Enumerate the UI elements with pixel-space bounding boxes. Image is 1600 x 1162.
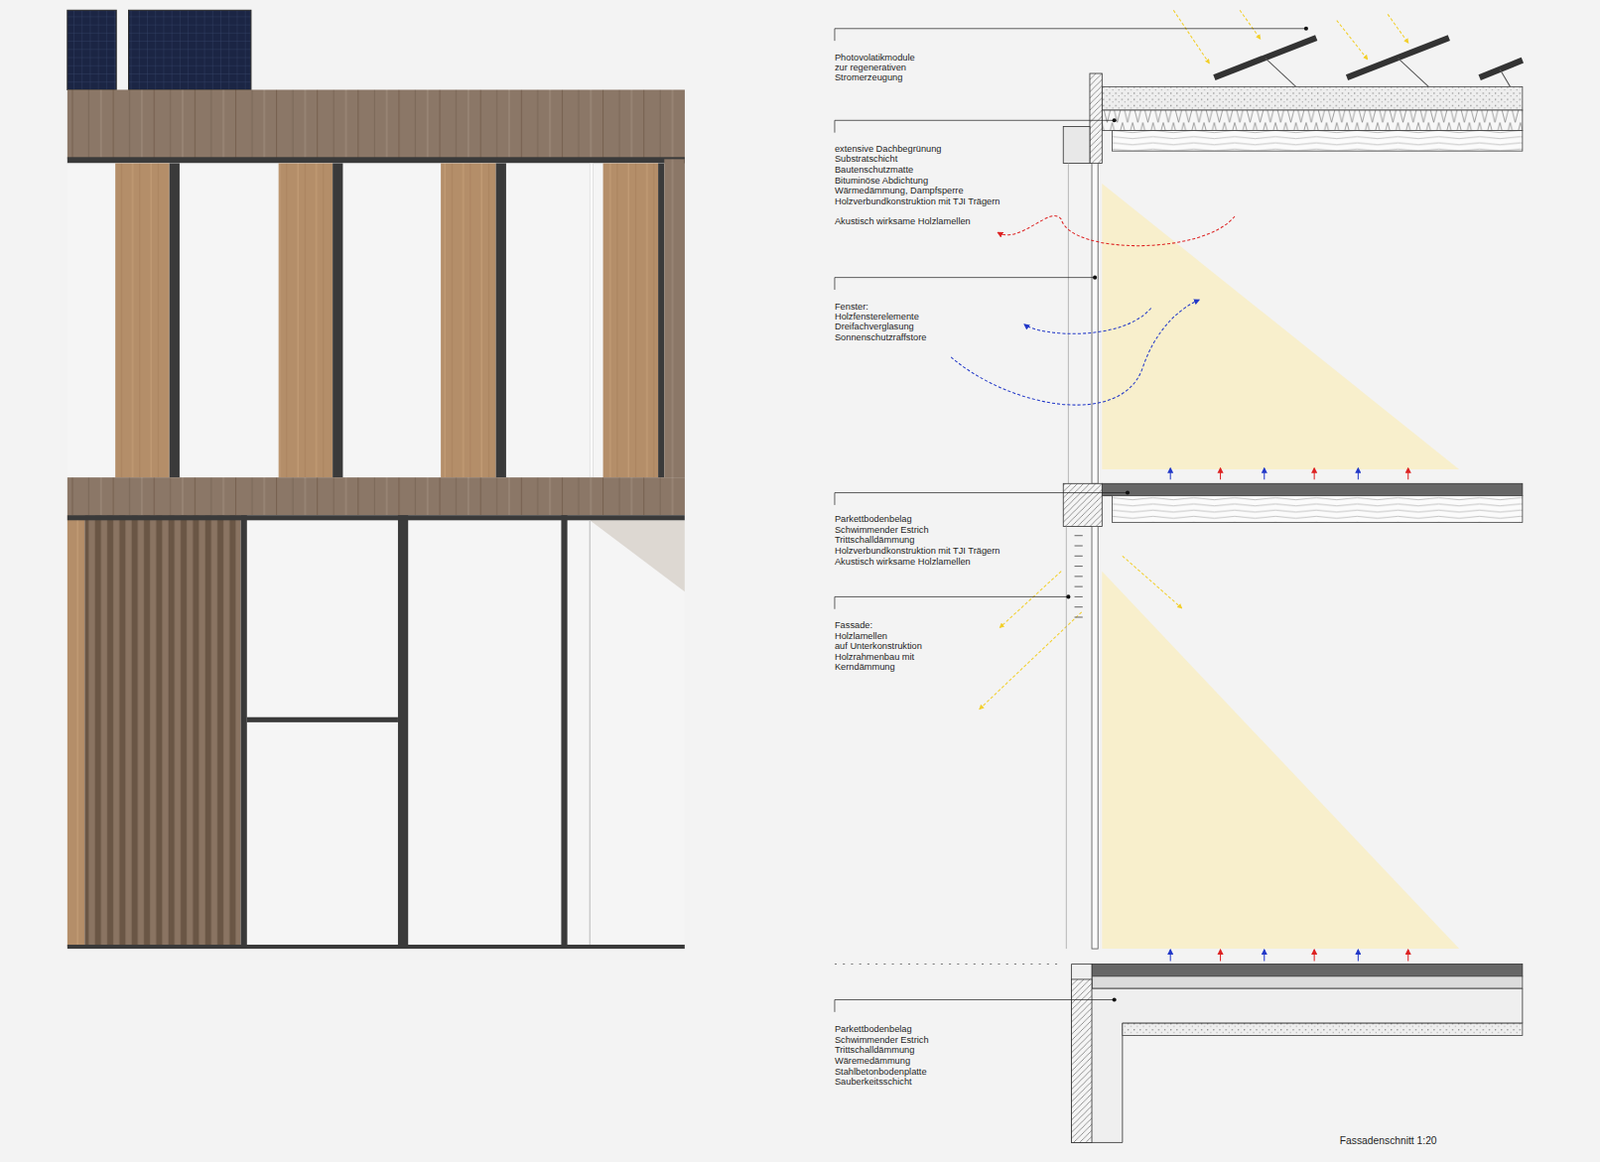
wood-panel bbox=[115, 162, 169, 478]
pv-section bbox=[1213, 37, 1522, 78]
floor-edge bbox=[1063, 483, 1102, 527]
roof-band bbox=[67, 89, 685, 159]
screed-layer bbox=[1101, 483, 1523, 496]
blind-line bbox=[1067, 162, 1069, 484]
callout-text: Substratschicht bbox=[834, 153, 898, 164]
callout-text: Bautenschutzmatte bbox=[834, 164, 914, 175]
wood-slats bbox=[84, 515, 241, 947]
callout-text: Fassade: bbox=[834, 620, 873, 631]
air-flow bbox=[1024, 307, 1151, 334]
callout-text: Fenster: bbox=[834, 300, 869, 311]
blinding-layer bbox=[1122, 1023, 1523, 1036]
callout-text: Schwimmender Estrich bbox=[834, 525, 930, 535]
callout-text: Holzverbundkonstruktion mit TJI Trägern bbox=[834, 195, 1000, 206]
air-flow bbox=[997, 216, 1235, 247]
callout-text: Wärmedämmung, Dampfsperre bbox=[834, 185, 964, 196]
daylight-beam bbox=[1101, 183, 1460, 470]
stair-shadow bbox=[589, 520, 685, 592]
green-roof-layer bbox=[1101, 86, 1523, 111]
concrete-slab bbox=[1070, 964, 1522, 1144]
wood-panel bbox=[278, 162, 333, 478]
pv-panel bbox=[67, 9, 117, 90]
callout-text: extensive Dachbegrünung bbox=[834, 143, 942, 154]
pv-panel bbox=[129, 9, 252, 90]
callout-text: auf Unterkonstruktion bbox=[834, 641, 923, 652]
leader-lines bbox=[834, 28, 1307, 1013]
callout-text: Kerndämmung bbox=[834, 662, 896, 672]
corner-cladding bbox=[664, 158, 685, 478]
wood-panel bbox=[440, 162, 497, 478]
callout-text: Parkettbodenbelag bbox=[834, 514, 913, 525]
insulation-layer bbox=[1101, 110, 1523, 132]
callout-text: Stahlbetonbodenplatte bbox=[834, 1066, 928, 1076]
blind-line bbox=[1066, 526, 1067, 949]
upper-glazing bbox=[67, 162, 665, 478]
drawing-caption: Fassadenschnitt 1:20 bbox=[1339, 1136, 1438, 1147]
callout-text: Schwimmender Estrich bbox=[834, 1035, 930, 1046]
lower-mullions bbox=[67, 515, 685, 949]
callout-text: Dreifachverglasung bbox=[834, 321, 915, 332]
callout-text: Stromerzeugung bbox=[834, 72, 903, 83]
wood-panel bbox=[603, 162, 660, 478]
callout-text: Trittschalldämmung bbox=[834, 1045, 915, 1056]
leader-dots bbox=[1066, 26, 1309, 1003]
perimeter-insulation bbox=[1070, 979, 1092, 1143]
window-section bbox=[1091, 162, 1098, 484]
window-edge bbox=[589, 162, 593, 478]
callout-text: Sonnenschutzraffstore bbox=[834, 332, 927, 343]
wood-panel bbox=[67, 515, 85, 947]
timber-slab bbox=[1112, 131, 1523, 152]
air-flow bbox=[950, 299, 1200, 405]
frame-line bbox=[67, 156, 685, 163]
callout-text: zur regenerativen bbox=[834, 62, 907, 73]
heat-arrows bbox=[1170, 468, 1409, 962]
insulation-layer bbox=[1091, 976, 1523, 989]
pv-supports bbox=[1265, 58, 1511, 88]
facade-lamellas bbox=[1074, 535, 1083, 618]
daylight-beam bbox=[1101, 571, 1460, 949]
callout-text: Trittschalldämmung bbox=[834, 534, 915, 545]
floor-band bbox=[67, 477, 685, 516]
blind-box bbox=[1063, 126, 1090, 163]
screed-layer bbox=[1091, 964, 1523, 977]
callout-text: Bituminöse Abdichtung bbox=[834, 174, 929, 185]
parapet bbox=[1089, 73, 1102, 163]
window-mullions bbox=[169, 162, 666, 478]
callout-text: Holzverbundkonstruktion mit TJI Trägern bbox=[834, 545, 1000, 556]
lower-glazing bbox=[67, 515, 685, 947]
window-edge bbox=[589, 520, 591, 945]
timber-slab bbox=[1112, 496, 1523, 524]
window-section bbox=[1091, 526, 1098, 949]
callout-text: Holzfensterelemente bbox=[834, 311, 920, 322]
ground-line bbox=[834, 963, 1062, 965]
callout-text: Holzrahmenbau mit bbox=[834, 652, 915, 663]
callout-text: Sauberkeitsschicht bbox=[834, 1076, 913, 1087]
callout-text: Photovolatikmodule bbox=[834, 51, 916, 62]
callout-text: Akustisch wirksame Holzlamellen bbox=[834, 216, 971, 227]
callout-text: Holzlamellen bbox=[834, 631, 888, 642]
callout-text: Parkettbodenbelag bbox=[834, 1024, 913, 1035]
callout-text: Wäremedämmung bbox=[834, 1056, 911, 1067]
callout-text: Akustisch wirksame Holzlamellen bbox=[834, 555, 971, 566]
